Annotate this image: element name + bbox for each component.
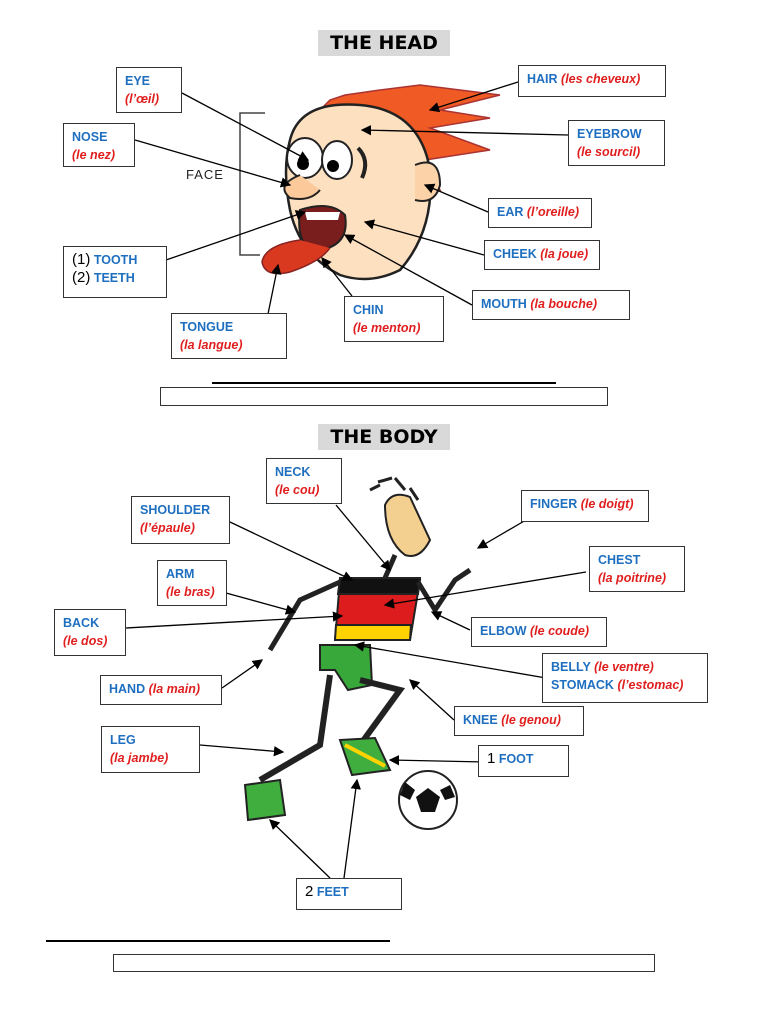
label-knee-en: KNEE [463,713,498,727]
label-cheek-fr: (la joue) [540,247,589,261]
head-title: THE HEAD [318,30,450,56]
head-illustration [261,84,501,281]
label-eyebrow-fr: (le sourcil) [577,145,641,159]
label-teeth-en: TEETH [93,271,135,285]
body-illustration [243,476,472,822]
label-eye-en: EYE [125,74,151,88]
label-foot-en: FOOT [498,752,534,766]
label-back-fr: (le dos) [63,634,108,648]
label-tongue-fr: (la langue) [180,338,243,352]
label-eye-fr: (l’œil) [125,92,160,106]
label-shoulder-en: SHOULDER [140,503,211,517]
label-nose: NOSE (le nez) [63,123,135,167]
label-cheek-en: CHEEK [493,247,537,261]
label-belly-fr: (le ventre) [594,660,654,674]
label-mouth-fr: (la bouche) [530,297,597,311]
body-answer-line [46,940,390,942]
label-chin: CHIN (le menton) [344,296,444,342]
label-neck: NECK (le cou) [266,458,342,504]
label-cheek: CHEEK (la joue) [484,240,600,270]
label-eye: EYE (l’œil) [116,67,182,113]
label-hair-en: HAIR [527,72,558,86]
label-elbow-en: ELBOW [480,624,527,638]
head-answer-line [212,382,556,384]
label-chin-fr: (le menton) [353,321,421,335]
label-finger-fr: (le doigt) [580,497,634,511]
label-tooth-en: TOOTH [93,253,138,267]
label-stomack-fr: (l’estomac) [617,678,684,692]
label-hair-fr: (les cheveux) [561,72,641,86]
label-back-en: BACK [63,616,100,630]
label-hand-fr: (la main) [148,682,200,696]
label-chest-en: CHEST [598,553,641,567]
label-arm-en: ARM [166,567,195,581]
label-elbow: ELBOW (le coude) [471,617,607,647]
label-tooth-teeth: (1) TOOTH (2) TEETH [63,246,167,298]
label-tongue-en: TONGUE [180,320,234,334]
label-knee: KNEE (le genou) [454,706,584,736]
label-chest-fr: (la poitrine) [598,571,667,585]
body-answer-box[interactable] [113,954,655,972]
body-title: THE BODY [318,424,450,450]
label-knee-fr: (le genou) [501,713,561,727]
label-leg-fr: (la jambe) [110,751,169,765]
label-chin-en: CHIN [353,303,384,317]
label-leg-en: LEG [110,733,136,747]
foot-number: 1 [487,750,496,767]
label-hand: HAND (la main) [100,675,222,705]
label-finger: FINGER (le doigt) [521,490,649,522]
label-belly-stomack: BELLY (le ventre) STOMACK (l’estomac) [542,653,708,703]
label-tongue: TONGUE (la langue) [171,313,287,359]
label-arm-fr: (le bras) [166,585,215,599]
label-belly-en: BELLY [551,660,591,674]
label-shoulder: SHOULDER (l’épaule) [131,496,230,544]
label-foot: 1 FOOT [478,745,569,777]
label-stomack-en: STOMACK [551,678,614,692]
label-arm: ARM (le bras) [157,560,227,606]
label-eyebrow-en: EYEBROW [577,127,642,141]
head-answer-box[interactable] [160,387,608,406]
label-neck-en: NECK [275,465,311,479]
teeth-number: (2) [72,269,91,286]
label-feet: 2 FEET [296,878,402,910]
label-hand-en: HAND [109,682,146,696]
label-nose-fr: (le nez) [72,148,116,162]
label-feet-en: FEET [316,885,349,899]
feet-number: 2 [305,883,314,900]
label-shoulder-fr: (l’épaule) [140,521,195,535]
label-neck-fr: (le cou) [275,483,320,497]
head-arrows [134,81,569,315]
label-elbow-fr: (le coude) [530,624,590,638]
football-illustration [398,770,458,830]
label-ear: EAR (l’oreille) [488,198,592,228]
label-mouth-en: MOUTH [481,297,527,311]
label-ear-fr: (l’oreille) [526,205,579,219]
tooth-number: (1) [72,251,91,268]
label-ear-en: EAR [497,205,524,219]
label-eyebrow: EYEBROW (le sourcil) [568,120,665,166]
face-label: FACE [186,167,224,182]
label-leg: LEG (la jambe) [101,726,200,773]
label-hair: HAIR (les cheveux) [518,65,666,97]
label-finger-en: FINGER [530,497,578,511]
label-nose-en: NOSE [72,130,108,144]
label-chest: CHEST (la poitrine) [589,546,685,592]
label-mouth: MOUTH (la bouche) [472,290,630,320]
label-back: BACK (le dos) [54,609,126,656]
body-arrows [125,504,587,879]
